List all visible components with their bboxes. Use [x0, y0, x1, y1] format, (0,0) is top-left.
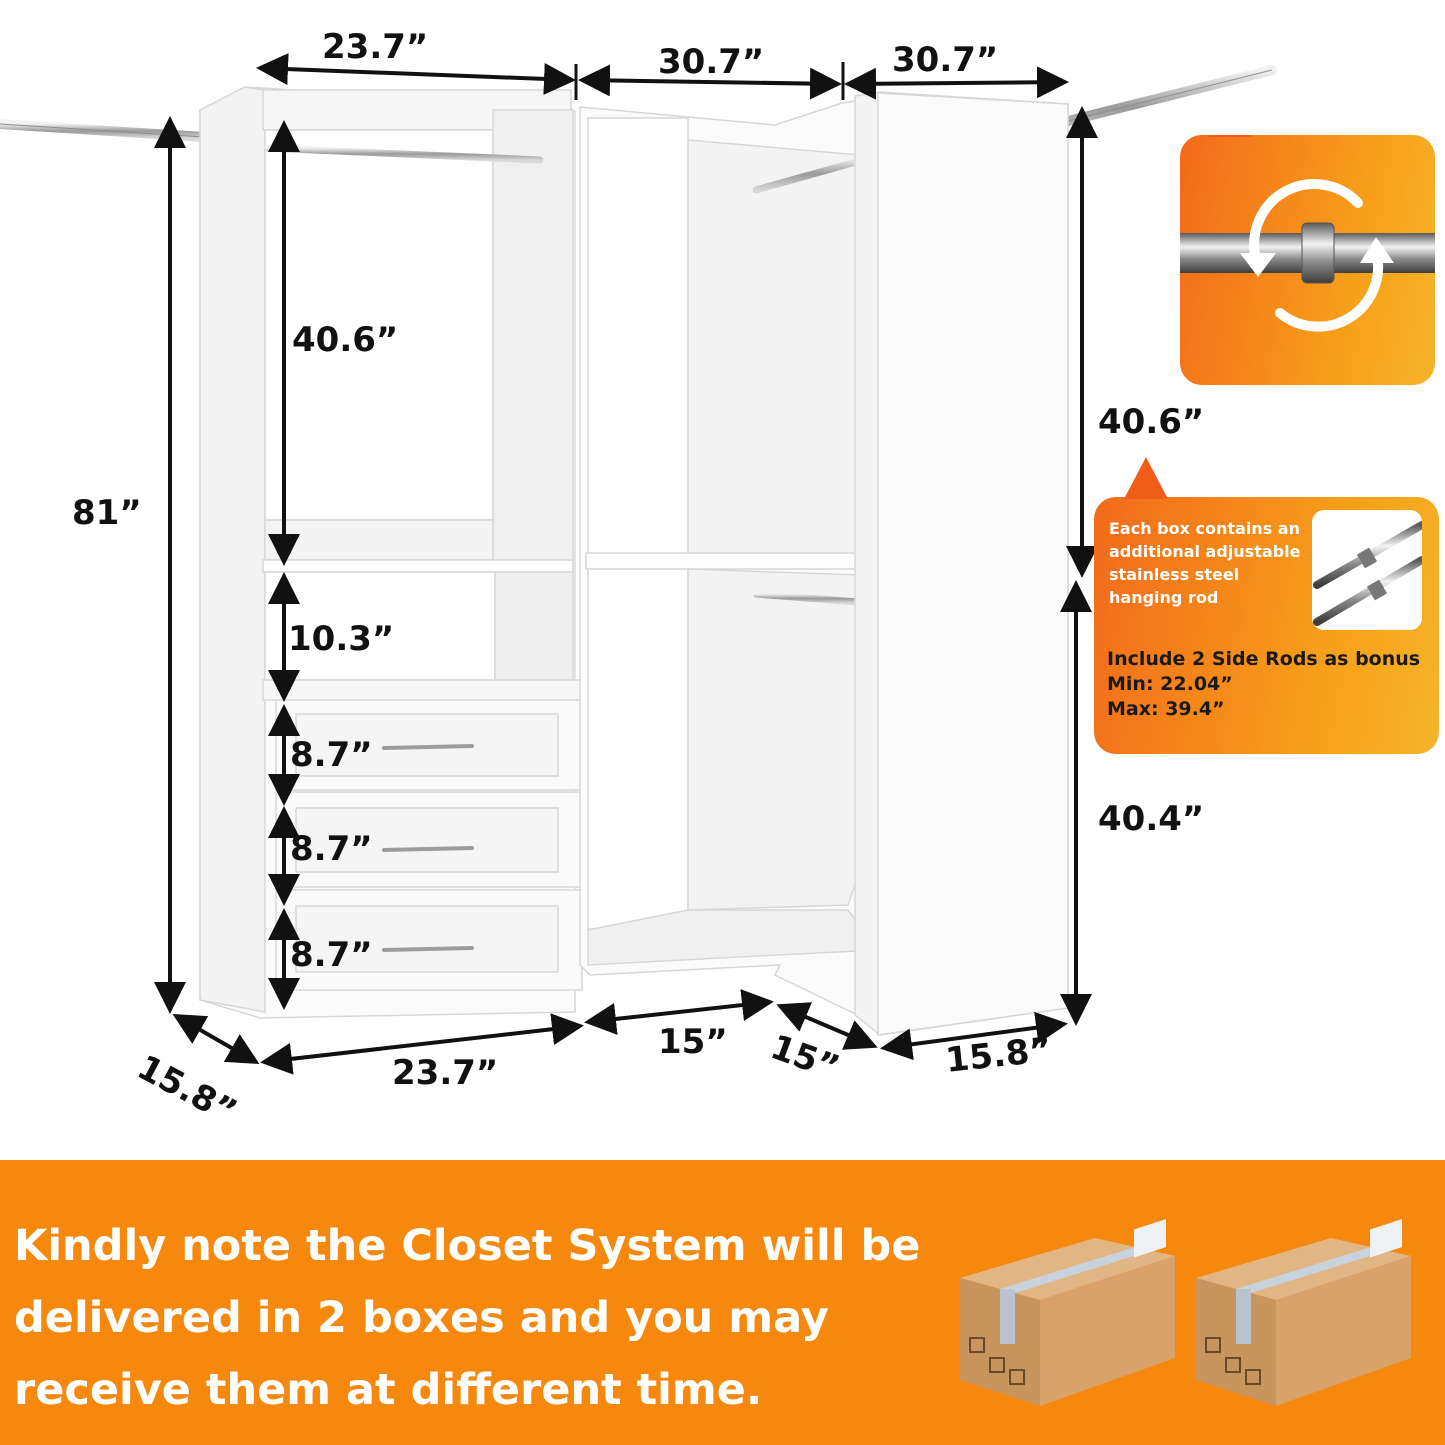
rod-photo [1180, 179, 1435, 332]
rod-max-length: Max: 39.4” [1107, 698, 1225, 720]
dim-top-middle-width: 30.7” [658, 42, 765, 82]
bonus-rod-callout: Each box contains an additional adjustab… [1094, 457, 1439, 754]
rod-min-length: Min: 22.04” [1107, 673, 1233, 695]
dim-top-right-width: 30.7” [892, 40, 999, 80]
drawer-handles [382, 744, 474, 952]
corner-unit [579, 97, 880, 1027]
dimension-lines [154, 53, 1098, 1075]
shipping-box-icon [960, 1219, 1175, 1406]
rotate-arrows-icon [1249, 179, 1383, 332]
dim-top-left-width: 23.7” [322, 27, 429, 67]
bonus-rods-text: Include 2 Side Rods as bonus [1107, 648, 1421, 670]
rod-adjust-callout [1180, 135, 1435, 385]
callout-text: Each box contains an additional adjustab… [1109, 519, 1301, 607]
right-tower [854, 91, 1069, 1036]
dim-bottom-corner-1: 15” [658, 1022, 728, 1062]
dim-upper-hanging: 40.6” [292, 320, 399, 360]
dim-total-height: 81” [72, 493, 142, 533]
dim-bottom-depth-right: 15.8” [943, 1029, 1054, 1081]
dim-right-upper: 40.6” [1098, 402, 1205, 442]
dim-right-lower: 40.4” [1098, 799, 1205, 839]
dim-bottom-width-left: 23.7” [392, 1053, 499, 1093]
delivery-banner: Kindly note the Closet System will be de… [0, 1160, 1445, 1445]
shipping-box-icon [1196, 1219, 1411, 1406]
rod-thumbnail [1312, 510, 1422, 630]
left-side-rod [0, 119, 225, 143]
delivery-note: Kindly note the Closet System will be de… [14, 1221, 921, 1415]
dim-drawer-2: 8.7” [290, 829, 373, 869]
left-tower [199, 86, 584, 1019]
callout-bonus: Include 2 Side Rods as bonus Min: 22.04”… [1107, 647, 1420, 722]
dim-drawer-3: 8.7” [290, 935, 373, 975]
dim-drawer-1: 8.7” [290, 735, 373, 775]
closet-illustration [0, 53, 1277, 1075]
dim-open-shelf: 10.3” [288, 619, 395, 659]
